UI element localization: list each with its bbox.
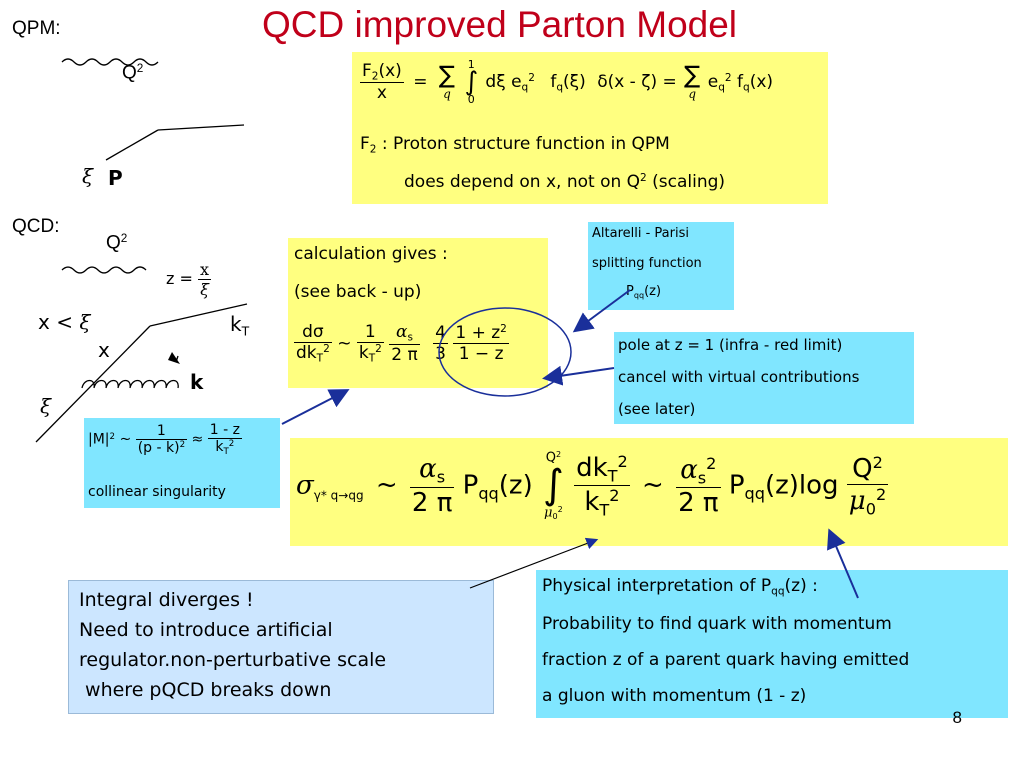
note-line-3: regulator.non-perturbative scale bbox=[79, 649, 387, 671]
qcd-kt-label: kT bbox=[230, 312, 250, 339]
qpm-scaling-note: does depend on x, not on Q2 (scaling) bbox=[404, 172, 726, 192]
qcd-x-label: x bbox=[98, 338, 110, 362]
qcd-quark-out bbox=[149, 303, 248, 327]
phys-line-3: fraction z of a parent quark having emit… bbox=[542, 650, 910, 670]
phys-line-2: Probability to find quark with momentum bbox=[542, 614, 892, 634]
note-line-4: where pQCD breaks down bbox=[79, 679, 332, 701]
pole-line-3: (see later) bbox=[618, 400, 696, 418]
note-line-1: Integral diverges ! bbox=[79, 589, 254, 611]
qcd-xi-low-label: ξ bbox=[40, 394, 52, 418]
qpm-quark-out bbox=[157, 124, 245, 131]
feynman-diagrams bbox=[35, 58, 248, 443]
pole-line-1: pole at z = 1 (infra - red limit) bbox=[618, 336, 843, 354]
phys-line-1: Physical interpretation of Pqq(z) : bbox=[542, 576, 818, 598]
ap-line-2: splitting function bbox=[592, 256, 702, 271]
slide-title: QCD improved Parton Model bbox=[262, 4, 738, 45]
physical-interpretation-box: Physical interpretation of Pqq(z) : Prob… bbox=[536, 570, 1008, 718]
note-line-2: Need to introduce artificial bbox=[79, 619, 333, 641]
ap-line-1: Altarelli - Parisi bbox=[592, 226, 689, 241]
phys-line-4: a gluon with momentum (1 - z) bbox=[542, 686, 807, 706]
calc-line-1: calculation gives : bbox=[294, 244, 448, 264]
arrow-to-pole bbox=[542, 365, 615, 386]
qcd-photon-line bbox=[61, 266, 147, 274]
qcd-k-label: k bbox=[190, 370, 204, 394]
qpm-xi-label: ξ bbox=[82, 164, 94, 188]
qcd-x-lt-xi: x < ξ bbox=[38, 310, 91, 334]
qpm-q2-label: Q2 bbox=[122, 62, 144, 84]
ap-line-3: Pqq(z) bbox=[626, 284, 662, 300]
qpm-f2-equation: F2(x)x = ∑q 1∫0 dξ eq2 fq(ξ) δ(x - ζ) = … bbox=[360, 58, 774, 106]
pole-box: pole at z = 1 (infra - red limit) cancel… bbox=[614, 332, 914, 424]
qpm-f2-description: F2 : Proton structure function in QPM bbox=[360, 134, 670, 156]
calc-line-2: (see back - up) bbox=[294, 282, 422, 302]
qpm-p-label: P bbox=[108, 166, 123, 190]
altarelli-parisi-box: Altarelli - Parisi splitting function Pq… bbox=[588, 222, 734, 310]
qcd-label: QCD: bbox=[12, 216, 60, 237]
qpm-formula-box: F2(x)x = ∑q 1∫0 dξ eq2 fq(ξ) δ(x - ζ) = … bbox=[352, 52, 828, 204]
page-number: 8 bbox=[952, 708, 962, 727]
qcd-q2-label: Q2 bbox=[106, 232, 128, 254]
qcd-gluon-line bbox=[81, 379, 179, 389]
qpm-label: QPM: bbox=[12, 18, 61, 39]
collinear-singularity-label: collinear singularity bbox=[88, 484, 226, 500]
qcd-quark-in bbox=[35, 325, 151, 443]
integral-note-box: Integral diverges ! Need to introduce ar… bbox=[68, 580, 494, 714]
qpm-photon-line bbox=[61, 58, 159, 66]
qpm-quark-in bbox=[105, 129, 159, 161]
gluon-arrowhead bbox=[168, 352, 180, 364]
pole-line-2: cancel with virtual contributions bbox=[618, 368, 860, 386]
